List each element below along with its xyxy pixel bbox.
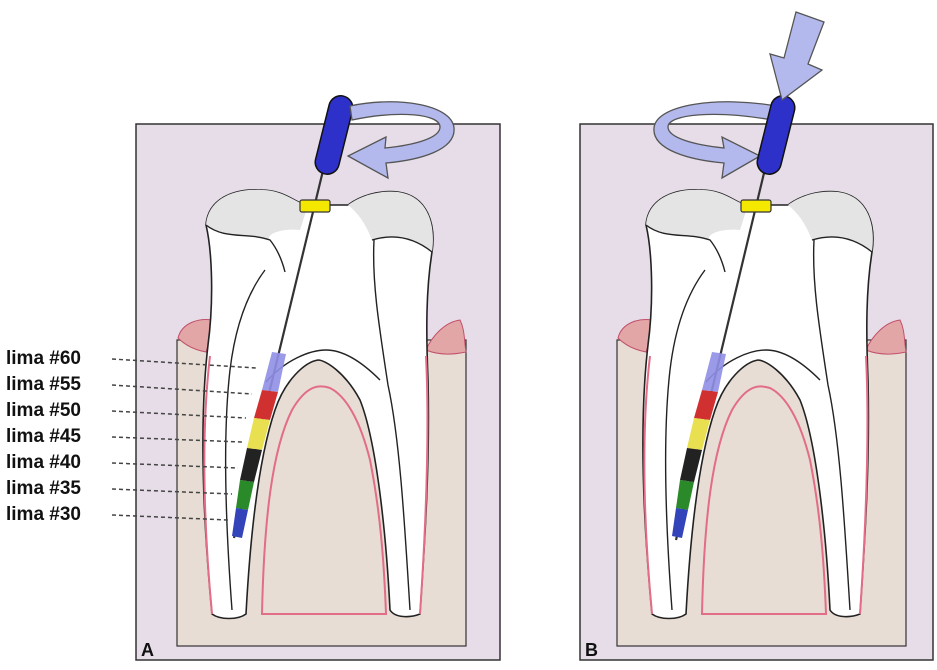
panel-a: A [136, 93, 500, 660]
panel-a-stopper [300, 200, 330, 212]
panel-b-pressure-arrow [770, 12, 824, 100]
svg-text:lima #50: lima #50 [6, 400, 81, 421]
svg-text:lima #55: lima #55 [6, 374, 81, 395]
svg-text:lima #45: lima #45 [6, 426, 81, 447]
panel-a-letter: A [141, 640, 154, 660]
panel-b-stopper [741, 200, 771, 212]
svg-text:lima #40: lima #40 [6, 452, 81, 473]
panel-b: B [580, 12, 933, 660]
panel-b-letter: B [585, 640, 598, 660]
svg-text:lima #60: lima #60 [6, 348, 81, 369]
svg-text:lima #30: lima #30 [6, 504, 81, 525]
svg-text:lima #35: lima #35 [6, 478, 81, 499]
